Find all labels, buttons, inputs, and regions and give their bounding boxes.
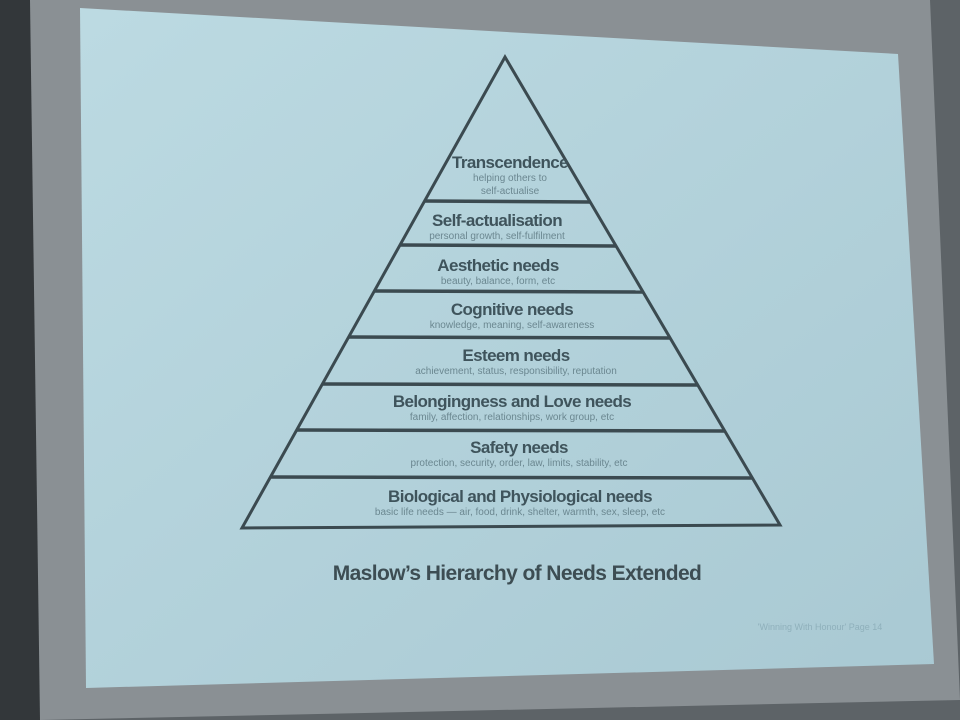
level-divider	[296, 428, 725, 433]
level-description: basic life needs — air, food, drink, she…	[375, 507, 665, 518]
level-title: Esteem needs	[462, 346, 569, 365]
level-title: Transcendence	[452, 153, 568, 172]
level-description: helping others to	[473, 173, 547, 184]
level-description: family, affection, relationships, work g…	[410, 412, 614, 423]
level-title: Cognitive needs	[451, 300, 573, 319]
level-description: achievement, status, responsibility, rep…	[415, 366, 617, 377]
level-divider	[322, 382, 698, 387]
level-divider	[270, 475, 753, 480]
level-title: Self-actualisation	[432, 211, 562, 230]
slide	[80, 8, 934, 688]
level-divider	[424, 199, 591, 204]
level-description: protection, security, order, law, limits…	[411, 458, 628, 469]
slide-footer: 'Winning With Honour' Page 14	[758, 622, 883, 632]
level-description: beauty, balance, form, etc	[441, 276, 555, 287]
level-title: Biological and Physiological needs	[388, 487, 652, 506]
slide-caption: Maslow’s Hierarchy of Needs Extended	[333, 562, 702, 585]
level-description: knowledge, meaning, self-awareness	[430, 320, 595, 331]
level-title: Aesthetic needs	[437, 256, 559, 275]
level-divider	[348, 335, 671, 340]
level-divider	[374, 289, 644, 294]
level-description: personal growth, self-fulfilment	[429, 231, 565, 242]
level-description: self-actualise	[481, 186, 540, 197]
level-title: Belongingness and Love needs	[393, 392, 631, 411]
level-divider	[400, 243, 617, 248]
level-title: Safety needs	[470, 438, 568, 457]
